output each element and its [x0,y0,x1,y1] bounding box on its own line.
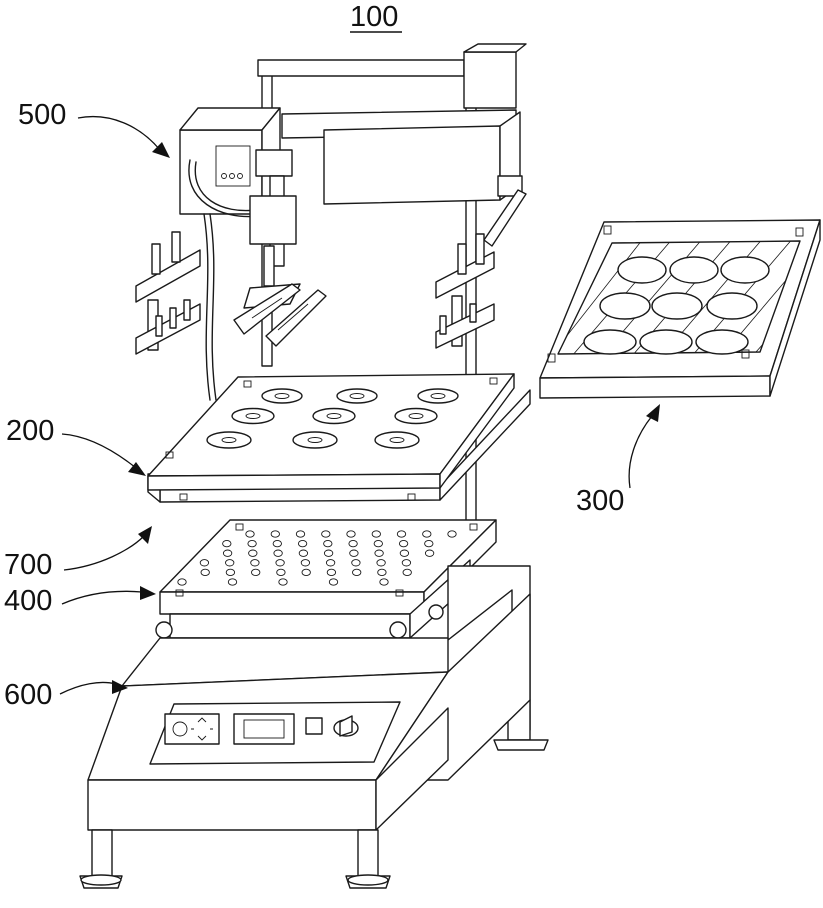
callout-600: 600 [4,679,128,711]
label-500: 500 [18,99,66,131]
label-200: 200 [6,415,54,447]
label-100: 100 [350,1,398,33]
tray-module-300 [540,220,820,398]
callout-200: 200 [6,415,146,476]
title-ref-100: 100 [350,1,402,33]
vacuum-plate-module-400 [156,520,496,638]
callout-300: 300 [576,404,660,517]
label-400: 400 [4,585,52,617]
callout-400: 400 [4,585,156,617]
callout-500: 500 [18,99,170,158]
label-600: 600 [4,679,52,711]
callout-700: 700 [4,526,152,581]
label-700: 700 [4,549,52,581]
label-300: 300 [576,485,624,517]
